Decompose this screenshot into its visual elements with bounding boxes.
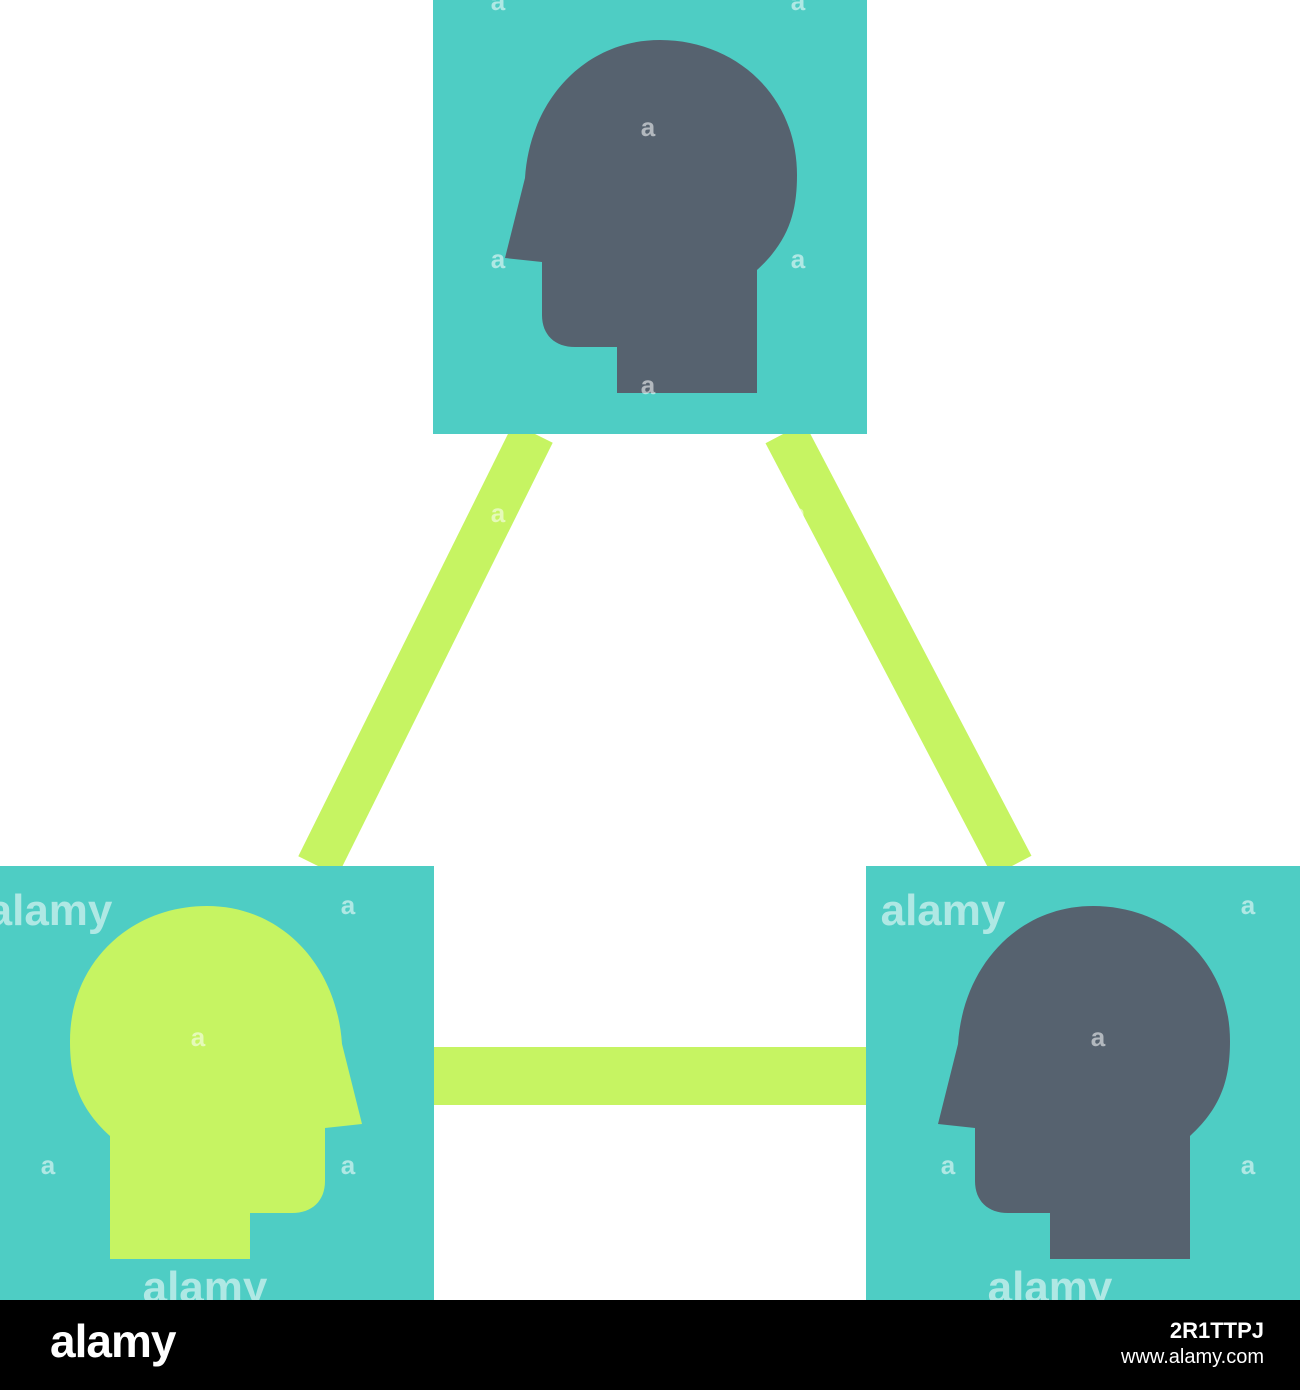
watermark-mark: a [941, 1150, 956, 1180]
watermark-mark: a [791, 1022, 806, 1052]
connector-top-to-bottom-left [298, 423, 553, 876]
watermark-mark: a [791, 498, 806, 528]
watermark-mark: a [641, 370, 656, 400]
image-id: 2R1TTPJ [1169, 1318, 1264, 1343]
watermark: alamy alamy alamy alamy a a a a a a a a … [0, 0, 1256, 1300]
watermark-text: alamy [0, 886, 113, 935]
connector-top-to-bottom-right [765, 422, 1032, 877]
footer-info: 2R1TTPJ www.alamy.com [1121, 1318, 1264, 1370]
connector-bottom-left-to-bottom-right [433, 1047, 867, 1105]
watermark-mark: a [491, 1022, 506, 1052]
watermark-mark: a [641, 112, 656, 142]
watermark-mark: a [191, 1022, 206, 1052]
watermark-mark: a [1241, 1150, 1256, 1180]
network-diagram: alamy alamy alamy alamy a a a a a a a a … [0, 0, 1300, 1300]
footer-banner: alamy 2R1TTPJ www.alamy.com [0, 1300, 1300, 1390]
watermark-mark: a [791, 0, 806, 16]
watermark-mark: a [341, 1150, 356, 1180]
watermark-mark: a [791, 244, 806, 274]
watermark-mark: a [1241, 890, 1256, 920]
footer-url: www.alamy.com [1121, 1346, 1264, 1368]
node-bottom-left [0, 866, 434, 1300]
watermark-mark: a [491, 0, 506, 16]
watermark-mark: a [41, 1150, 56, 1180]
watermark-mark: a [1091, 1022, 1106, 1052]
watermark-text: alamy [881, 886, 1006, 935]
node-top [433, 0, 867, 434]
connectors [298, 422, 1032, 1105]
node-bottom-right [866, 866, 1300, 1300]
watermark-mark: a [491, 244, 506, 274]
watermark-text: alamy [988, 1263, 1113, 1300]
footer-brand-logo: alamy [50, 1315, 176, 1367]
watermark-mark: a [491, 498, 506, 528]
watermark-mark: a [341, 890, 356, 920]
watermark-text: alamy [143, 1263, 268, 1300]
